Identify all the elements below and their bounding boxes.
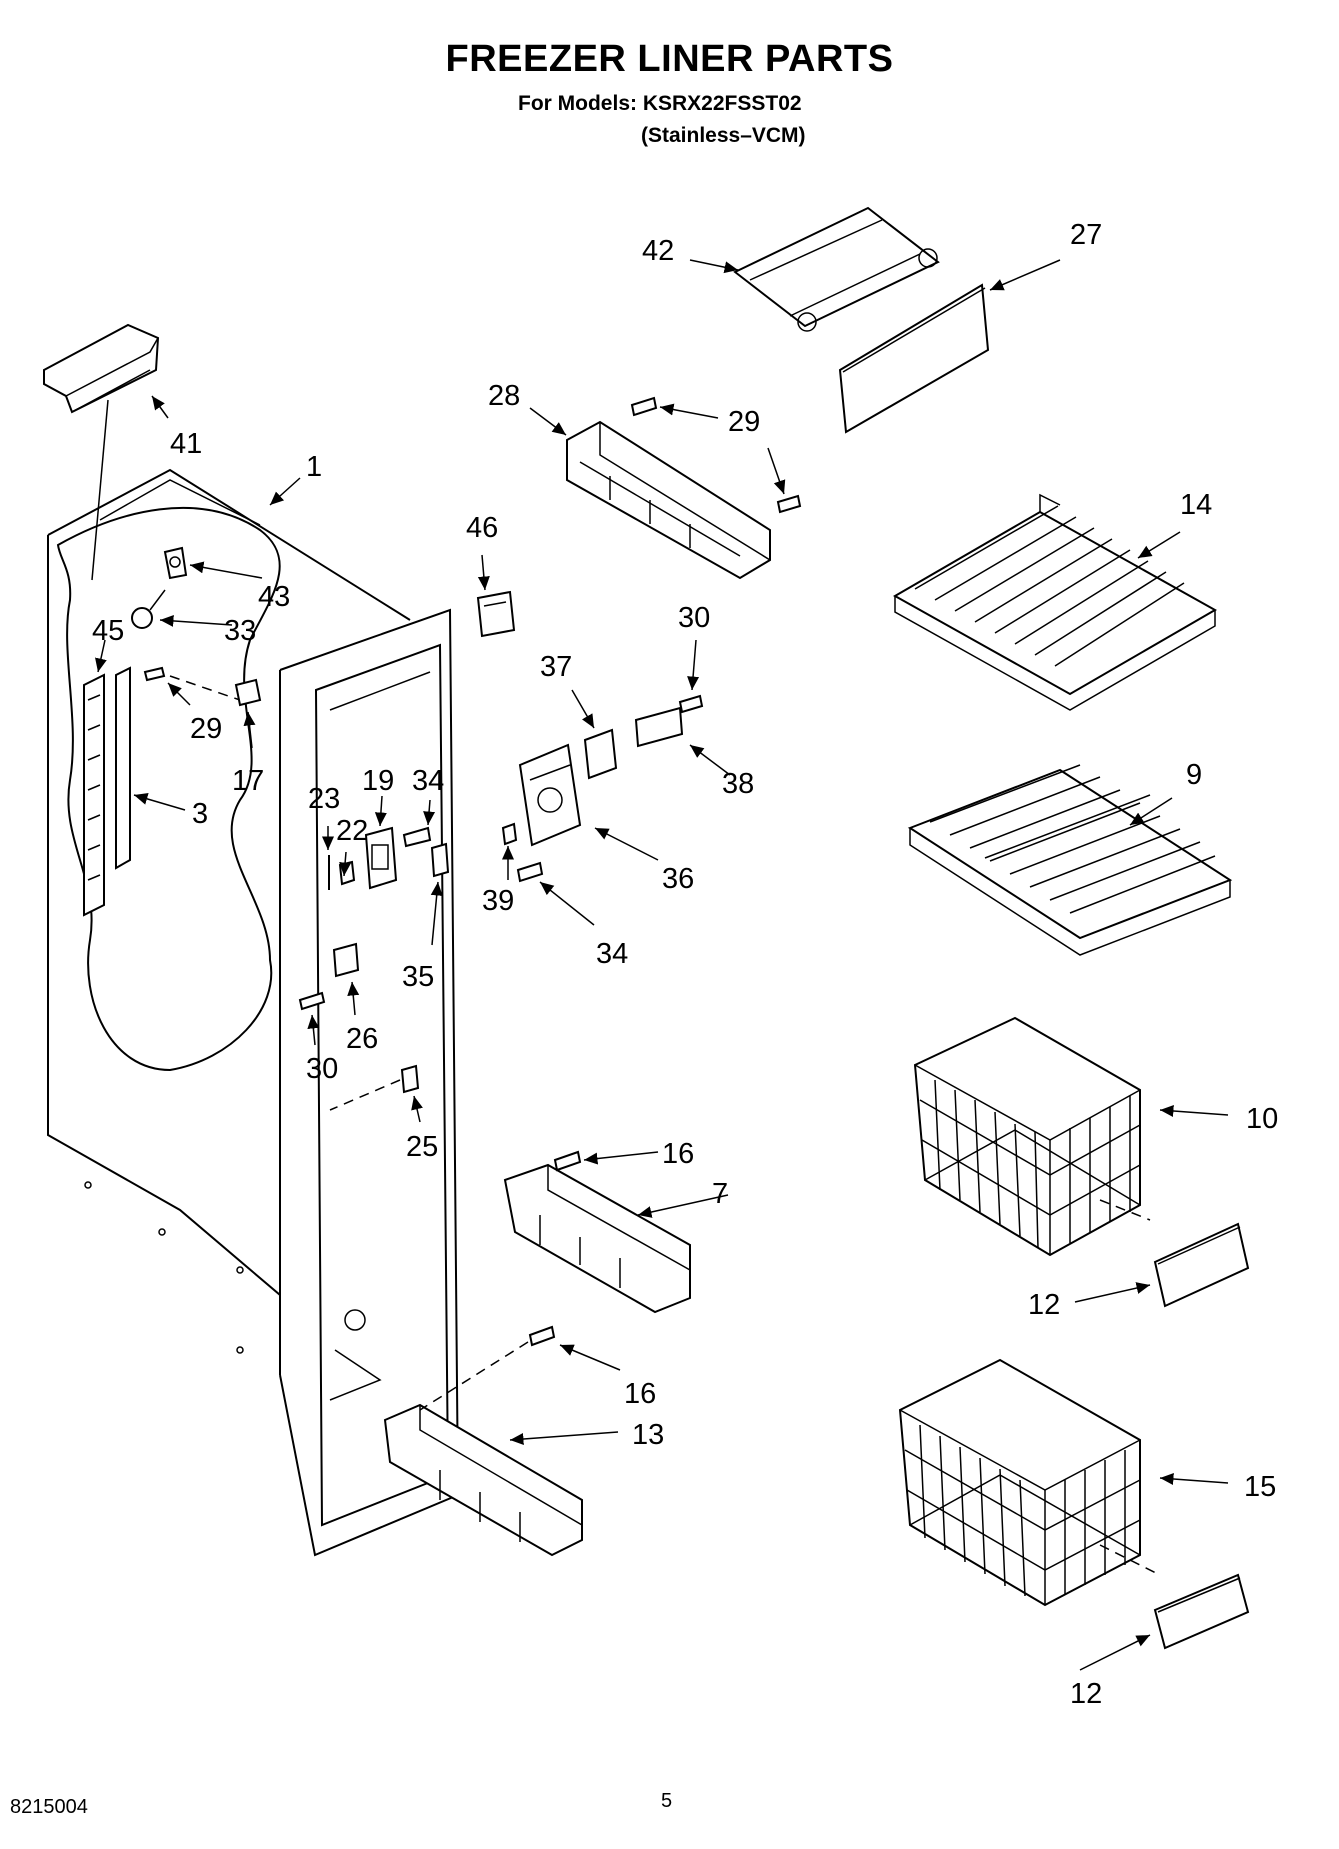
part-12-basket-front-b (1153, 1573, 1250, 1650)
callout-16-upper: 16 (662, 1138, 694, 1170)
part-34-screw-housing (516, 861, 544, 883)
part-30-screw-control (678, 694, 704, 714)
part-45-light-shield (83, 673, 105, 917)
page-title: FREEZER LINER PARTS (445, 38, 894, 80)
leader-lines (95, 259, 1229, 1671)
part-37-bracket (583, 728, 618, 780)
callout-43: 43 (258, 581, 290, 613)
part-1-freezer-liner (47, 468, 460, 1557)
part-46-clip (476, 590, 516, 638)
callout-46: 46 (466, 512, 498, 544)
part-35-clip (430, 842, 450, 878)
part-14-shelf (892, 493, 1218, 711)
callout-15: 15 (1244, 1471, 1276, 1503)
callout-10: 10 (1246, 1103, 1278, 1135)
part-29-screw-duct-a (630, 396, 658, 417)
callout-30-left: 30 (306, 1053, 338, 1085)
callout-35: 35 (402, 961, 434, 993)
callout-12-lower: 12 (1070, 1678, 1102, 1710)
document-number: 8215004 (10, 1796, 88, 1818)
callout-22: 22 (336, 815, 368, 847)
callout-25: 25 (406, 1131, 438, 1163)
callout-7: 7 (712, 1178, 728, 1210)
callout-26: 26 (346, 1023, 378, 1055)
part-43-light-socket (163, 546, 188, 580)
part-29-screw-duct-b (776, 494, 802, 514)
part-38-sensor (634, 706, 684, 748)
callout-36: 36 (662, 863, 694, 895)
part-33-light-bulb (131, 589, 166, 629)
callout-9: 9 (1186, 759, 1202, 791)
part-16-screw-a (553, 1150, 582, 1172)
model-number: For Models: KSRX22FSST02 (518, 92, 802, 115)
callout-37: 37 (540, 651, 572, 683)
part-26-bracket (332, 942, 360, 978)
callout-28: 28 (488, 380, 520, 412)
part-42-hinge-bracket (733, 206, 940, 332)
callout-19: 19 (362, 765, 394, 797)
callout-3: 3 (192, 798, 208, 830)
callout-42: 42 (642, 235, 674, 267)
part-22-terminal (338, 860, 356, 886)
callout-16-lower: 16 (624, 1378, 656, 1410)
callout-29-duct: 29 (728, 406, 760, 438)
model-variant: (Stainless–VCM) (641, 124, 806, 147)
part-27-cover-panel (838, 283, 990, 434)
callout-14: 14 (1180, 489, 1212, 521)
part-41-top-trim (43, 323, 160, 581)
part-7-vent-grille (503, 1163, 691, 1314)
callout-34-housing: 34 (596, 938, 628, 970)
callout-30-control: 30 (678, 602, 710, 634)
callout-12-upper: 12 (1028, 1289, 1060, 1321)
part-17-clip (234, 678, 262, 707)
callout-1: 1 (306, 451, 322, 483)
callout-39: 39 (482, 885, 514, 917)
page-number: 5 (661, 1790, 673, 1812)
part-13-bottom-grille (383, 1403, 583, 1557)
part-15-basket (898, 1358, 1161, 1607)
part-28-duct-housing (566, 420, 771, 580)
callout-33: 33 (224, 615, 256, 647)
callout-34-switch: 34 (412, 765, 444, 797)
part-16-screw-b (419, 1325, 556, 1411)
part-36-control-housing (518, 743, 582, 847)
part-9-wire-shelf (907, 764, 1233, 956)
callout-13: 13 (632, 1419, 664, 1451)
callout-27: 27 (1070, 219, 1102, 251)
part-12-basket-front-a (1153, 1222, 1250, 1308)
part-10-basket (913, 1016, 1151, 1257)
part-29-screw-left (143, 666, 241, 701)
part-19-light-switch (364, 826, 398, 890)
callout-41: 41 (170, 428, 202, 460)
callout-45: 45 (92, 615, 124, 647)
part-30-screw-left (298, 991, 326, 1011)
part-39-knob (501, 822, 518, 846)
callout-17: 17 (232, 765, 264, 797)
callout-23: 23 (308, 783, 340, 815)
callout-38: 38 (722, 768, 754, 800)
part-25-switch (329, 1064, 420, 1111)
callout-labels: 41 1 43 45 33 29 17 3 23 19 34 22 35 26 … (92, 219, 1278, 1710)
part-3-trim-strip (115, 666, 131, 870)
callout-29-left: 29 (190, 713, 222, 745)
part-34-screw-switch (402, 826, 432, 848)
